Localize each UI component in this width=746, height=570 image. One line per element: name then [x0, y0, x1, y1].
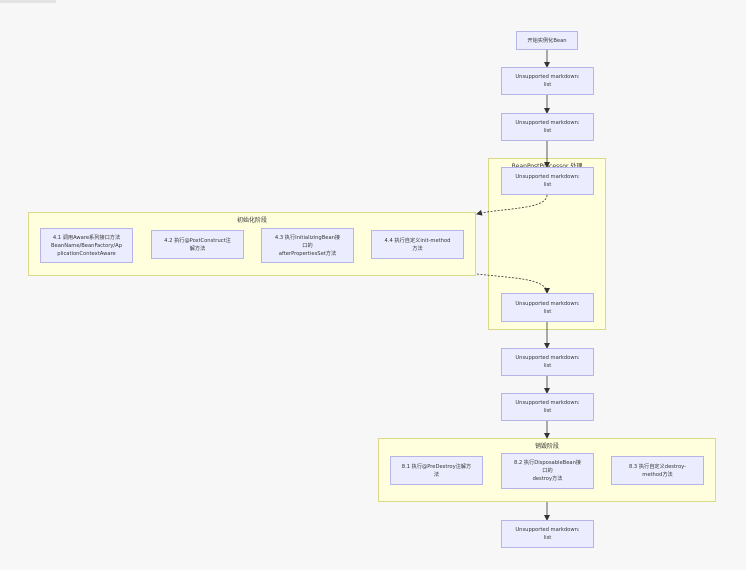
node-init-post-construct: 4.2 执行@PostConstruct注 解方法 [151, 230, 244, 259]
node-init-init-method: 4.4 执行自定义init-method 方法 [371, 230, 464, 259]
node-destroy-disposable-bean: 8.2 执行DisposableBean接 口的 destroy方法 [501, 453, 594, 489]
node-destroy-pre-destroy: 8.1 执行@PreDestroy注解方 法 [390, 456, 483, 485]
edge-init-bpp-after [476, 273, 550, 294]
node-bpp-before: Unsupported markdown: list [501, 167, 594, 195]
group-title-init-phase: 初始化阶段 [236, 217, 267, 224]
node-bpp-after: Unsupported markdown: list [501, 293, 594, 322]
node-end: Unsupported markdown: list [501, 520, 594, 548]
node-step-2: Unsupported markdown: list [501, 113, 594, 141]
top-bar [0, 0, 56, 3]
node-step-1: Unsupported markdown: list [501, 67, 594, 95]
node-init-initializing-bean: 4.3 执行InitializingBean接 口的 afterProperti… [261, 228, 354, 263]
node-destroy-destroy-method: 8.3 执行自定义destroy- method方法 [611, 456, 704, 485]
node-init-aware: 4.1 调用Aware系列接口方法 BeanName/BeanFactory/A… [40, 228, 133, 263]
node-step-5: Unsupported markdown: list [501, 348, 594, 376]
node-start-instantiate-bean: 开始实例化Bean [516, 31, 578, 50]
group-title-destroy-phase: 销毁阶段 [534, 443, 559, 450]
node-step-6: Unsupported markdown: list [501, 393, 594, 421]
edge-bpp-before-init [476, 194, 548, 216]
